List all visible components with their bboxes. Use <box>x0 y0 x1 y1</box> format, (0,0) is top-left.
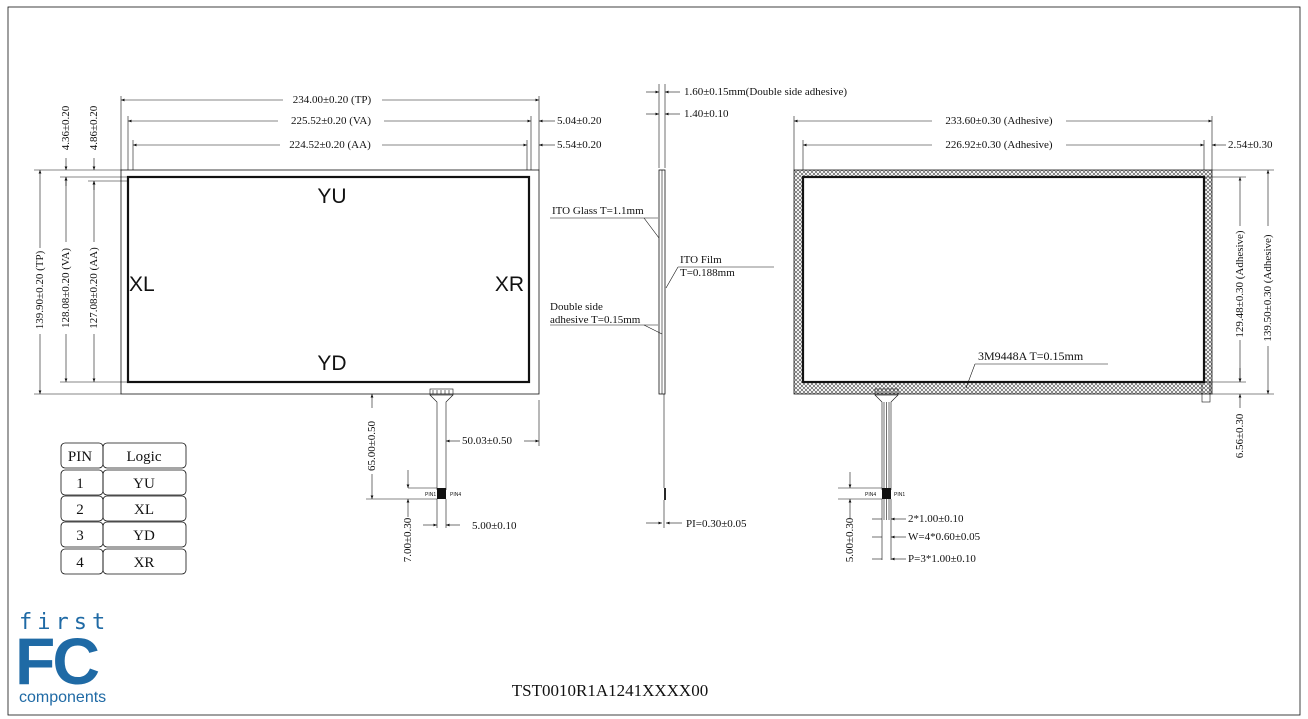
pin-table-cell: XL <box>134 502 154 518</box>
back-pin1-label: PIN1 <box>894 492 905 498</box>
top-offset-va-dim: 4.36±0.20 <box>60 105 72 150</box>
logo-fc: FC <box>15 624 98 698</box>
va-width-dim: 225.52±0.20 (VA) <box>291 115 371 127</box>
front-pin1-label: PIN1 <box>425 492 436 498</box>
ito-glass-label: ITO Glass T=1.1mm <box>552 205 644 217</box>
logo-first: first <box>19 610 110 635</box>
edge-label-xl: XL <box>129 273 155 296</box>
right-offset-aa-dim: 5.54±0.20 <box>557 139 602 151</box>
tp-width-dim: 234.00±0.20 (TP) <box>293 94 372 106</box>
side-glass-thickness-dim: 1.40±0.10 <box>684 108 729 120</box>
tp-outline <box>120 169 540 395</box>
back-trace-width-dim: W=4*0.60±0.05 <box>908 531 981 543</box>
drawing-frame <box>7 6 1301 716</box>
adhesive-window <box>801 175 1206 384</box>
adhesive-outer-width-dim: 233.60±0.30 (Adhesive) <box>945 115 1052 127</box>
ito-film-label: ITO Film <box>680 254 722 266</box>
adhesive-inner-height-dim: 129.48±0.30 (Adhesive) <box>1234 230 1246 337</box>
pin-table-cell: 1 <box>76 476 84 492</box>
back-pitch-1-dim: 2*1.00±0.10 <box>908 513 964 525</box>
tail-end-dim: 7.00±0.30 <box>402 517 414 562</box>
edge-label-xr: XR <box>495 273 524 296</box>
pin-table-header-pin: PIN <box>68 449 92 465</box>
tail-length-dim: 65.00±0.50 <box>366 420 378 471</box>
front-view: 234.00±0.20 (TP) 225.52±0.20 (VA) 224.52… <box>34 94 602 562</box>
pin-table-cell: YD <box>133 528 155 544</box>
adhesive-label-2: adhesive T=0.15mm <box>550 314 641 326</box>
pin-table-cell: YU <box>133 476 155 492</box>
part-number: TST0010R1A1241XXXX00 <box>512 681 708 700</box>
tail-width-dim: 5.00±0.10 <box>472 520 517 532</box>
adhesive-outer-height-dim: 139.50±0.30 (Adhesive) <box>1262 234 1274 341</box>
tp-height-dim: 139.90±0.20 (TP) <box>34 250 46 329</box>
adhesive-bottom-offset-dim: 6.56±0.30 <box>1234 413 1246 458</box>
edge-label-yd: YD <box>317 352 346 375</box>
fpc-tail-front: PIN1 PIN4 <box>425 388 461 528</box>
ito-film-thickness-label: T=0.188mm <box>680 267 735 279</box>
adhesive-label-1: Double side <box>550 301 603 313</box>
back-view: 233.60±0.30 (Adhesive) 226.92±0.30 (Adhe… <box>793 115 1274 565</box>
fpc-tail-back: PIN4 PIN1 <box>865 388 905 560</box>
right-offset-va-dim: 5.04±0.20 <box>557 115 602 127</box>
fpc-connector-back <box>882 488 891 499</box>
side-view: 1.60±0.15mm(Double side adhesive) 1.40±0… <box>550 84 847 530</box>
pin-table-header-logic: Logic <box>127 449 162 465</box>
edge-label-yu: YU <box>317 185 346 208</box>
aa-height-dim: 127.08±0.20 (AA) <box>88 247 100 329</box>
back-tail-end-dim: 5.00±0.30 <box>844 517 856 562</box>
pi-thickness-dim: PI=0.30±0.05 <box>686 518 747 530</box>
va-height-dim: 128.08±0.20 (VA) <box>60 248 72 328</box>
front-pin4-label: PIN4 <box>450 492 461 498</box>
adhesive-inner-width-dim: 226.92±0.30 (Adhesive) <box>945 139 1052 151</box>
adhesive-right-offset-dim: 2.54±0.30 <box>1228 139 1273 151</box>
top-offset-aa-dim: 4.86±0.20 <box>88 105 100 150</box>
pin-table-cell: 4 <box>76 555 84 571</box>
fpc-connector-front <box>437 488 446 499</box>
pin-table-cell: 3 <box>76 528 84 544</box>
back-pin4-label: PIN4 <box>865 492 876 498</box>
pin-table-cell: 2 <box>76 502 84 518</box>
company-logo: first FC components <box>15 610 110 706</box>
active-area <box>126 175 531 384</box>
adhesive-spec-label: 3M9448A T=0.15mm <box>978 349 1084 363</box>
back-pitch-2-dim: P=3*1.00±0.10 <box>908 553 976 565</box>
pin-table: PIN Logic 1 YU 2 XL 3 YD 4 XR <box>60 442 187 575</box>
pin-table-cell: XR <box>134 555 155 571</box>
side-total-thickness-dim: 1.60±0.15mm(Double side adhesive) <box>684 86 847 98</box>
tail-offset-dim: 50.03±0.50 <box>462 435 513 447</box>
logo-components: components <box>19 689 106 706</box>
aa-width-dim: 224.52±0.20 (AA) <box>289 139 371 151</box>
